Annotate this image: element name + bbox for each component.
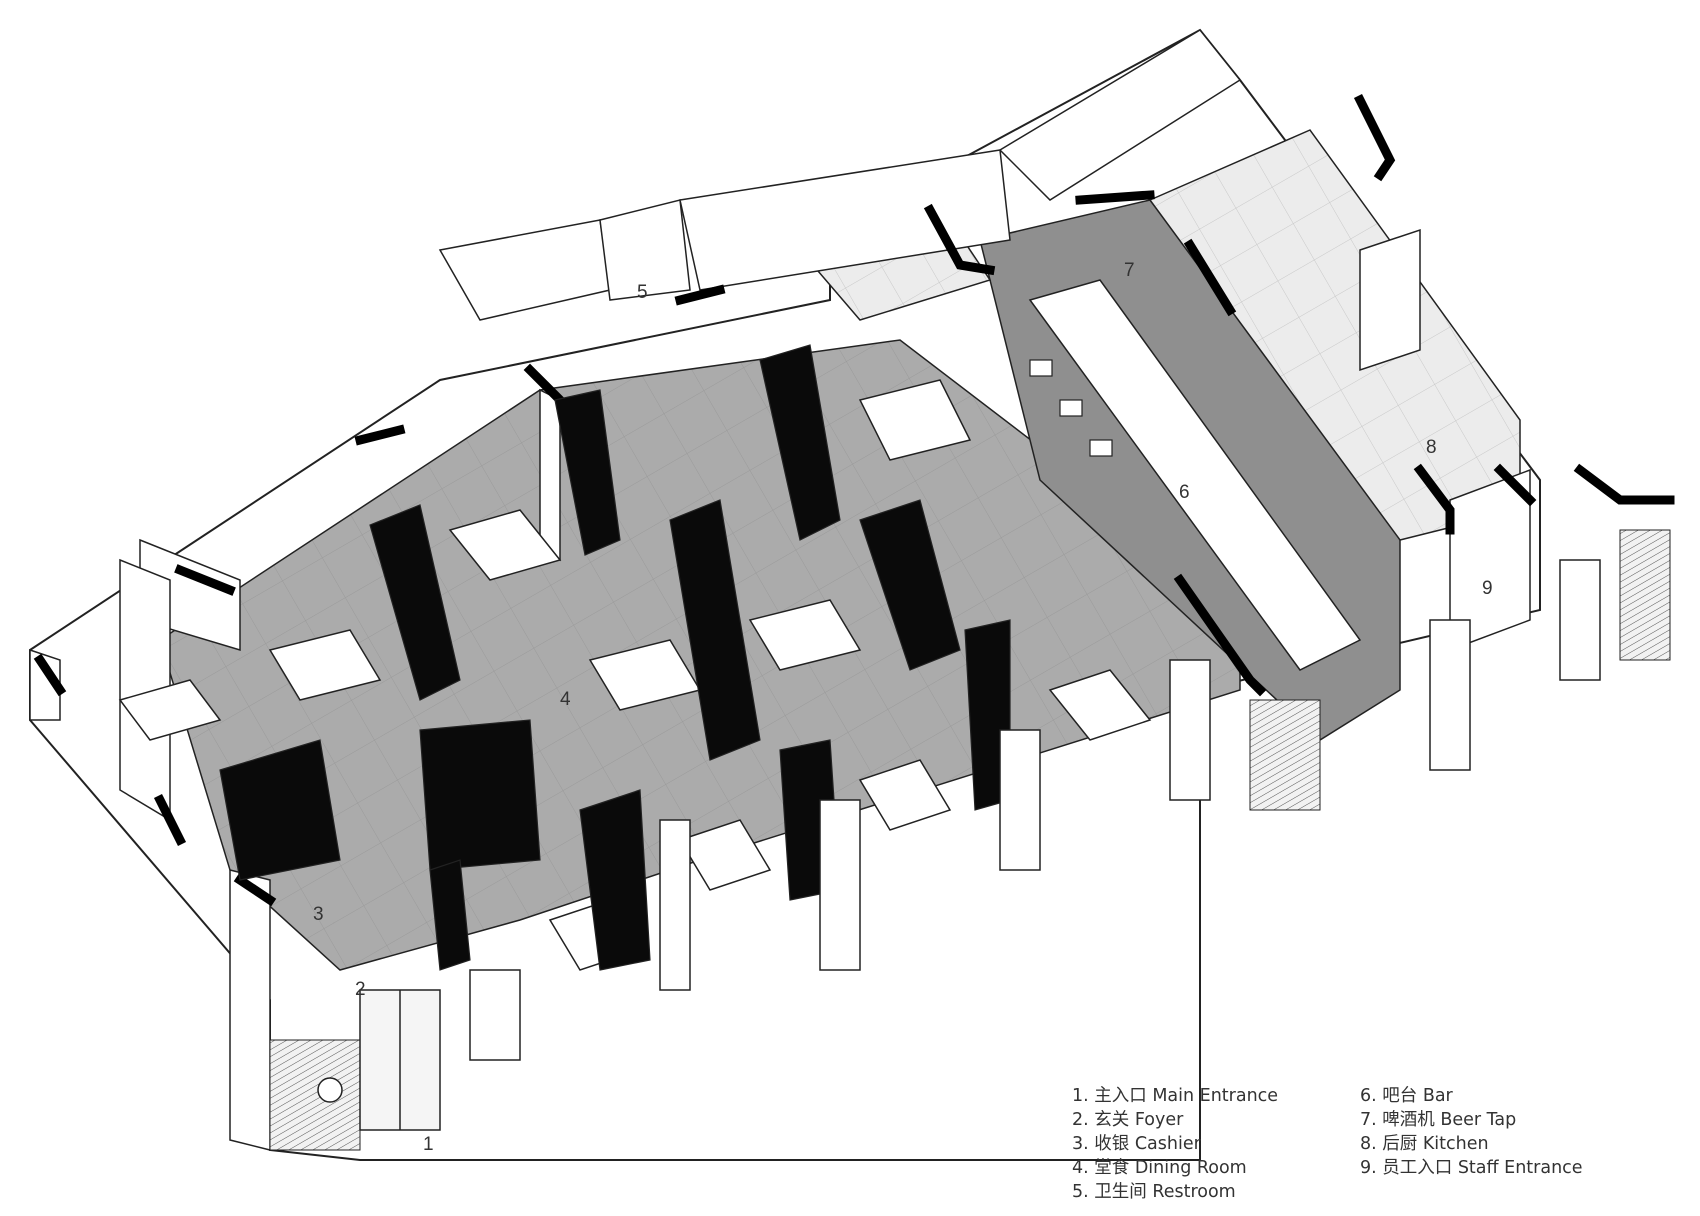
- plan-label-2: 2: [355, 979, 366, 1000]
- legend-item: 4. 堂食 Dining Room: [1072, 1158, 1247, 1178]
- bar-counter: [1028, 279, 1362, 671]
- plan-label-8: 8: [1426, 437, 1437, 458]
- legend-item: 5. 卫生间 Restroom: [1072, 1182, 1236, 1202]
- plan-label-5: 5: [637, 282, 648, 303]
- louver-panels: [269, 529, 1671, 1151]
- plan-label-7: 7: [1124, 260, 1135, 281]
- dining-tables: [118, 379, 1152, 971]
- legend-item: 1. 主入口 Main Entrance: [1072, 1086, 1279, 1106]
- plan-label-3: 3: [313, 904, 324, 925]
- legend-item: 7. 啤酒机 Beer Tap: [1360, 1110, 1517, 1130]
- plan-label-6: 6: [1179, 482, 1190, 503]
- legend-item: 2. 玄关 Foyer: [1072, 1110, 1184, 1130]
- entrance-sign-panel: [469, 969, 521, 1061]
- kitchen-floor: [1148, 129, 1521, 541]
- bar-stools: [1029, 359, 1113, 457]
- front-piers: [659, 559, 1601, 991]
- legend-item: 8. 后厨 Kitchen: [1360, 1134, 1489, 1154]
- plan-label-4: 4: [560, 689, 571, 710]
- plan-label-1: 1: [423, 1134, 434, 1155]
- plan-label-9: 9: [1482, 578, 1493, 599]
- interior-walls: [29, 29, 1531, 1151]
- legend-item: 6. 吧台 Bar: [1360, 1086, 1453, 1106]
- room-number-labels: 1 2 3 4 5 6 7 8 9: [313, 260, 1493, 1155]
- legend-column-right: 6. 吧台 Bar 7. 啤酒机 Beer Tap 8. 后厨 Kitchen …: [1360, 1084, 1583, 1180]
- dark-partitions: [219, 344, 1011, 971]
- legend-item: 3. 收银 Cashier: [1072, 1134, 1201, 1154]
- legend-column-left: 1. 主入口 Main Entrance 2. 玄关 Foyer 3. 收银 C…: [1072, 1084, 1278, 1204]
- black-wall-segments: [33, 93, 1675, 907]
- logo-disc: [317, 1077, 343, 1103]
- legend-item: 9. 员工入口 Staff Entrance: [1360, 1158, 1583, 1178]
- main-entrance-doors: [359, 989, 441, 1131]
